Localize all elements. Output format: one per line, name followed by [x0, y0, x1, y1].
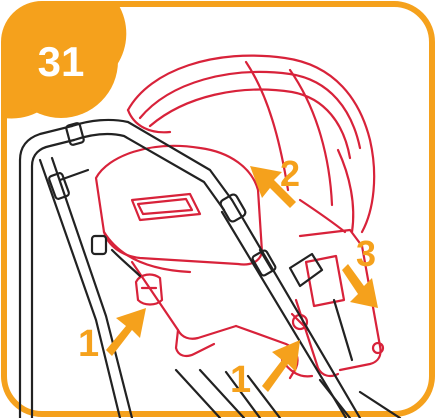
- seat-base: [132, 230, 383, 378]
- callout-release-right: 1: [230, 340, 300, 401]
- callout-label: 1: [230, 359, 251, 401]
- callout-lift-seat: 2: [250, 153, 300, 208]
- callout-label: 1: [78, 323, 99, 365]
- callout-pull-seat: 3: [342, 233, 378, 308]
- arrow-up-right-icon: [262, 340, 300, 392]
- callout-label: 3: [356, 233, 376, 274]
- arrow-up-right-icon: [106, 308, 146, 356]
- step-number: 31: [38, 38, 85, 85]
- step-number-badge: 31: [4, 4, 126, 119]
- callout-label: 2: [280, 153, 300, 194]
